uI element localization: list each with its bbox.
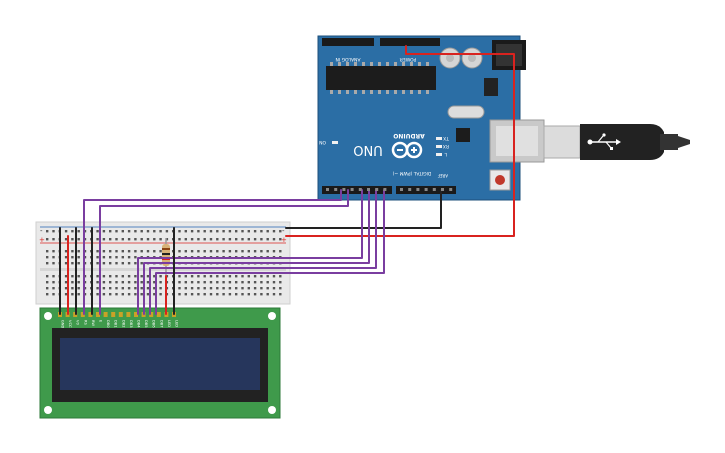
digital-pin[interactable] — [432, 188, 436, 191]
lcd-pin[interactable] — [134, 312, 138, 317]
lcd-pin-label: LED — [167, 320, 171, 327]
arduino-uno-board[interactable]: UNO ARDUINO ANALOG IN POWER DIGITAL (PWM… — [317, 35, 545, 201]
lcd-pin-label: RS — [83, 320, 87, 325]
wire-db6[interactable] — [149, 189, 377, 315]
tx-led — [436, 137, 442, 140]
atmega-chip — [326, 66, 436, 90]
lcd-pin-label: VCC — [68, 320, 72, 328]
lcd-pin-label: DB4 — [137, 320, 141, 328]
lcd-pin[interactable] — [80, 312, 85, 317]
digital-pin[interactable] — [416, 188, 420, 191]
digital-pin[interactable] — [334, 188, 338, 191]
crystal-oscillator — [447, 105, 485, 119]
digital-pin[interactable] — [350, 188, 354, 191]
digital-header-label: DIGITAL (PWM ~) — [392, 170, 431, 176]
power-header — [380, 38, 440, 46]
lcd-pin-label: RW — [91, 320, 95, 326]
lcd-pin[interactable] — [156, 312, 161, 317]
wire-e[interactable] — [99, 189, 349, 315]
power-header-label: POWER — [400, 56, 417, 62]
on-led — [332, 141, 338, 144]
lcd-pin-label: LED — [175, 320, 179, 327]
rx-label: RX — [443, 143, 449, 149]
wire-rs[interactable] — [83, 189, 342, 315]
lcd-pin-label: GND — [61, 320, 65, 328]
lcd-pin-label: DB7 — [159, 320, 163, 328]
lcd-pin-label: DB5 — [144, 320, 148, 328]
lcd-pin-label: V0 — [76, 320, 80, 325]
digital-pin[interactable] — [326, 188, 329, 191]
digital-pin[interactable] — [441, 188, 444, 191]
lcd-pin-label: DB1 — [114, 320, 118, 328]
lcd-pin-label: DB2 — [121, 320, 125, 328]
arduino-logo-icon — [391, 141, 423, 159]
lcd-pin[interactable] — [96, 312, 100, 317]
lcd-pin[interactable] — [103, 312, 108, 317]
digital-pin[interactable] — [358, 188, 362, 191]
analog-header-label: ANALOG IN — [335, 56, 360, 62]
brand-label: ARDUINO — [393, 132, 424, 139]
aref-label: AREF — [437, 173, 448, 178]
arduino-digital-pins — [326, 188, 453, 191]
usb-cable-icon — [543, 124, 690, 160]
lcd-pin[interactable] — [126, 312, 131, 317]
digital-pin[interactable] — [367, 188, 370, 191]
digital-pin[interactable] — [383, 188, 387, 191]
lcd-pin[interactable] — [88, 312, 93, 317]
wire-gnd[interactable] — [285, 189, 442, 229]
digital-pin[interactable] — [342, 188, 346, 191]
lcd-pin-label: DB0 — [106, 320, 110, 328]
usb-chip — [456, 128, 470, 142]
lcd-pin-label: DB3 — [129, 320, 133, 328]
lcd-pin[interactable] — [118, 312, 123, 317]
lcd-screen — [60, 338, 260, 390]
voltage-regulator — [484, 78, 498, 96]
on-label: ON — [319, 139, 326, 145]
digital-header-low — [322, 186, 392, 194]
lcd-pin[interactable] — [111, 312, 116, 317]
rail-minus-label: - — [40, 227, 43, 235]
rail-plus-label: + — [39, 236, 45, 244]
l-led — [436, 153, 442, 156]
rail-minus-label-right: - — [282, 227, 285, 235]
lcd-pin-label: DB6 — [152, 320, 156, 328]
wire-db7[interactable] — [155, 189, 385, 315]
digital-pin[interactable] — [424, 188, 428, 191]
rx-led — [436, 145, 442, 148]
lcd-pin[interactable] — [149, 312, 154, 317]
digital-pin[interactable] — [375, 188, 379, 191]
wire-5v[interactable] — [285, 45, 515, 237]
wires — [59, 45, 515, 315]
l-label: L — [444, 151, 447, 157]
analog-header — [322, 38, 374, 46]
digital-pin[interactable] — [408, 188, 412, 191]
digital-pin[interactable] — [400, 188, 403, 191]
digital-pin[interactable] — [449, 188, 453, 191]
board-name: UNO — [353, 142, 382, 157]
rail-plus-label-right: + — [281, 236, 287, 244]
tx-label: TX — [443, 135, 450, 141]
lcd-pin-label: E — [99, 320, 103, 323]
wire-db4[interactable] — [137, 189, 363, 315]
wire-db5[interactable] — [143, 189, 370, 315]
breadboard-holes — [46, 230, 282, 296]
